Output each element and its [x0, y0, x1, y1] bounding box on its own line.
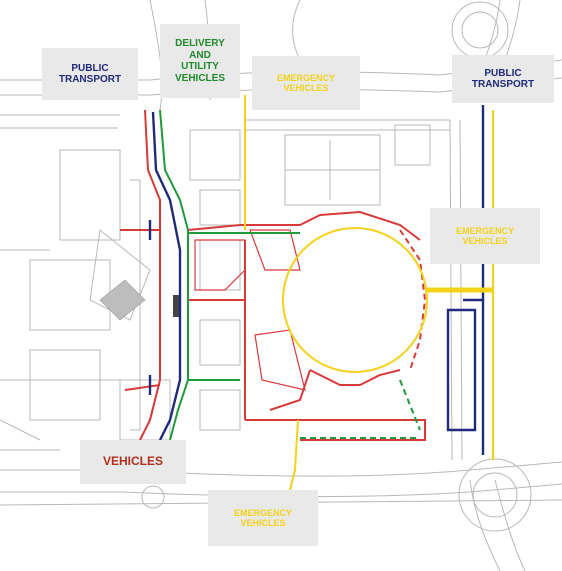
- roundabout-top: [451, 1, 509, 59]
- delivery-label: DELIVERY AND UTILITY VEHICLES: [160, 24, 240, 98]
- emergency-text-right: EMERGENCY VEHICLES: [455, 225, 514, 246]
- emergency-text-top: EMERGENCY VEHICLES: [276, 72, 335, 93]
- roundabout-bottom: [458, 458, 532, 532]
- vehicles-route: [120, 109, 427, 441]
- emergency-text-bottom: EMERGENCY VEHICLES: [233, 507, 292, 528]
- vehicles-label: VEHICLES: [80, 440, 186, 484]
- public-transport-label-right: PUBLIC TRANSPORT: [452, 55, 554, 103]
- stadium-ellipse: [282, 227, 428, 373]
- public-transport-text-right: PUBLIC TRANSPORT: [471, 67, 535, 91]
- public-transport-text-left: PUBLIC TRANSPORT: [58, 62, 122, 86]
- public-transport-route: [148, 105, 485, 455]
- small-roundabout: [141, 485, 165, 509]
- building-outlines: [194, 229, 306, 391]
- emergency-label-bottom: EMERGENCY VEHICLES: [208, 490, 318, 546]
- public-transport-label-left: PUBLIC TRANSPORT: [42, 48, 138, 100]
- emergency-route: [244, 95, 495, 491]
- delivery-text: DELIVERY AND UTILITY VEHICLES: [174, 38, 225, 84]
- emergency-label-right: EMERGENCY VEHICLES: [430, 208, 540, 264]
- vehicles-text: VEHICLES: [102, 454, 163, 469]
- delivery-route: [159, 109, 421, 441]
- emergency-label-top: EMERGENCY VEHICLES: [252, 56, 360, 110]
- grey-hatch: [99, 279, 146, 321]
- dark-block: [173, 295, 181, 317]
